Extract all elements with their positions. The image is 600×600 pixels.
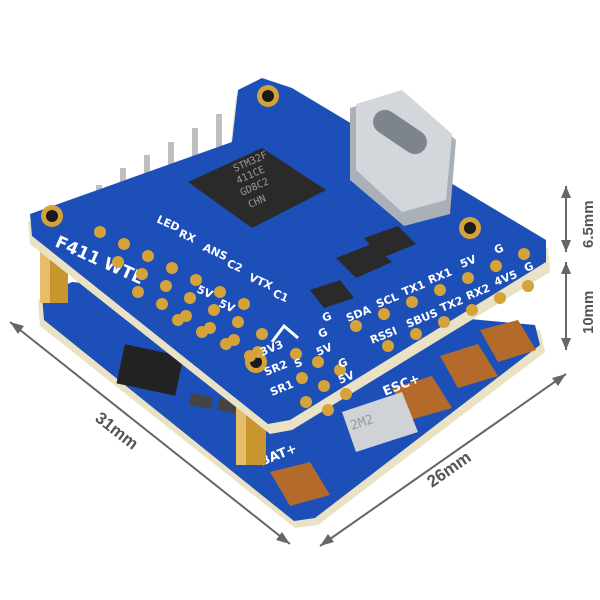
solder-pad (462, 272, 474, 284)
solder-pad (296, 372, 308, 384)
orientation-arrow (270, 323, 299, 343)
solder-pad (410, 328, 422, 340)
solder-pad (244, 350, 256, 362)
solder-pad (190, 274, 202, 286)
solder-pad (112, 256, 124, 268)
solder-pad (118, 238, 130, 250)
pad-label-g-b: G (522, 259, 535, 274)
pad-label-g-c: G (316, 325, 329, 340)
solder-pad (172, 314, 184, 326)
pad-label-5v-c: 5V (458, 252, 478, 270)
solder-pad (94, 226, 106, 238)
solder-pad (438, 316, 450, 328)
pad-label-c2: C2 (225, 257, 245, 275)
usb-c-connector (350, 90, 456, 226)
solder-pad (434, 284, 446, 296)
length-dimension-line (9, 321, 291, 545)
pad-label-5v-a: 5V (195, 283, 216, 302)
solder-pad (160, 280, 172, 292)
height-top-dimension-label: 6.5mm (580, 200, 597, 248)
flight-controller-board: STM32F 411CE GD8C2 CHN F411 WTE LED RX A… (28, 78, 550, 434)
regulator-chip (310, 280, 354, 308)
pad-label-rx: RX (177, 227, 198, 246)
pad-label-c1: C1 (271, 287, 291, 305)
solder-pad (142, 250, 154, 262)
esc-power-pads (270, 320, 536, 506)
solder-pad (166, 262, 178, 274)
solder-pad (232, 316, 244, 328)
mcu-chip: STM32F 411CE GD8C2 CHN (188, 148, 326, 228)
length-dimension-label: 31mm (92, 408, 142, 453)
solder-pad (312, 356, 324, 368)
width-dimension-label: 26mm (423, 448, 474, 492)
solder-pad (156, 298, 168, 310)
esc-chip (342, 392, 418, 452)
dimension-annotations (9, 186, 571, 547)
solder-pad (350, 320, 362, 332)
solder-pad (256, 328, 268, 340)
pad-label-5v-e: 5V (336, 368, 356, 386)
solder-pad (466, 304, 478, 316)
solder-pad (300, 396, 312, 408)
solder-pad (318, 380, 330, 392)
solder-pad (522, 280, 534, 292)
solder-pad (406, 296, 418, 308)
solder-pad (490, 260, 502, 272)
solder-pad (220, 338, 232, 350)
solder-pad (382, 340, 394, 352)
solder-pad (322, 404, 334, 416)
solder-pad (136, 268, 148, 280)
pad-label-5v-d: 5V (314, 340, 334, 358)
solder-pad (494, 292, 506, 304)
pad-label-5v-b: 5V (217, 297, 238, 316)
height-gap-dimension-label: 10mm (580, 291, 597, 334)
pad-label-g-a: G (492, 241, 505, 256)
esc-chip-marking: 2M2 (349, 412, 376, 434)
solder-pad (132, 286, 144, 298)
solder-pad (378, 308, 390, 320)
solder-pad (196, 326, 208, 338)
solder-pad (290, 348, 302, 360)
regulator-chip (364, 226, 416, 258)
solder-pad (340, 388, 352, 400)
solder-pad (214, 286, 226, 298)
pad-label-g-d: G (336, 355, 349, 370)
solder-pad (238, 298, 250, 310)
solder-pad (208, 304, 220, 316)
width-dimension-line (319, 373, 567, 547)
solder-pad (334, 364, 346, 376)
solder-pad (184, 292, 196, 304)
solder-pads (94, 226, 534, 416)
pad-label-g-e: G (320, 309, 333, 324)
solder-pad (518, 248, 530, 260)
